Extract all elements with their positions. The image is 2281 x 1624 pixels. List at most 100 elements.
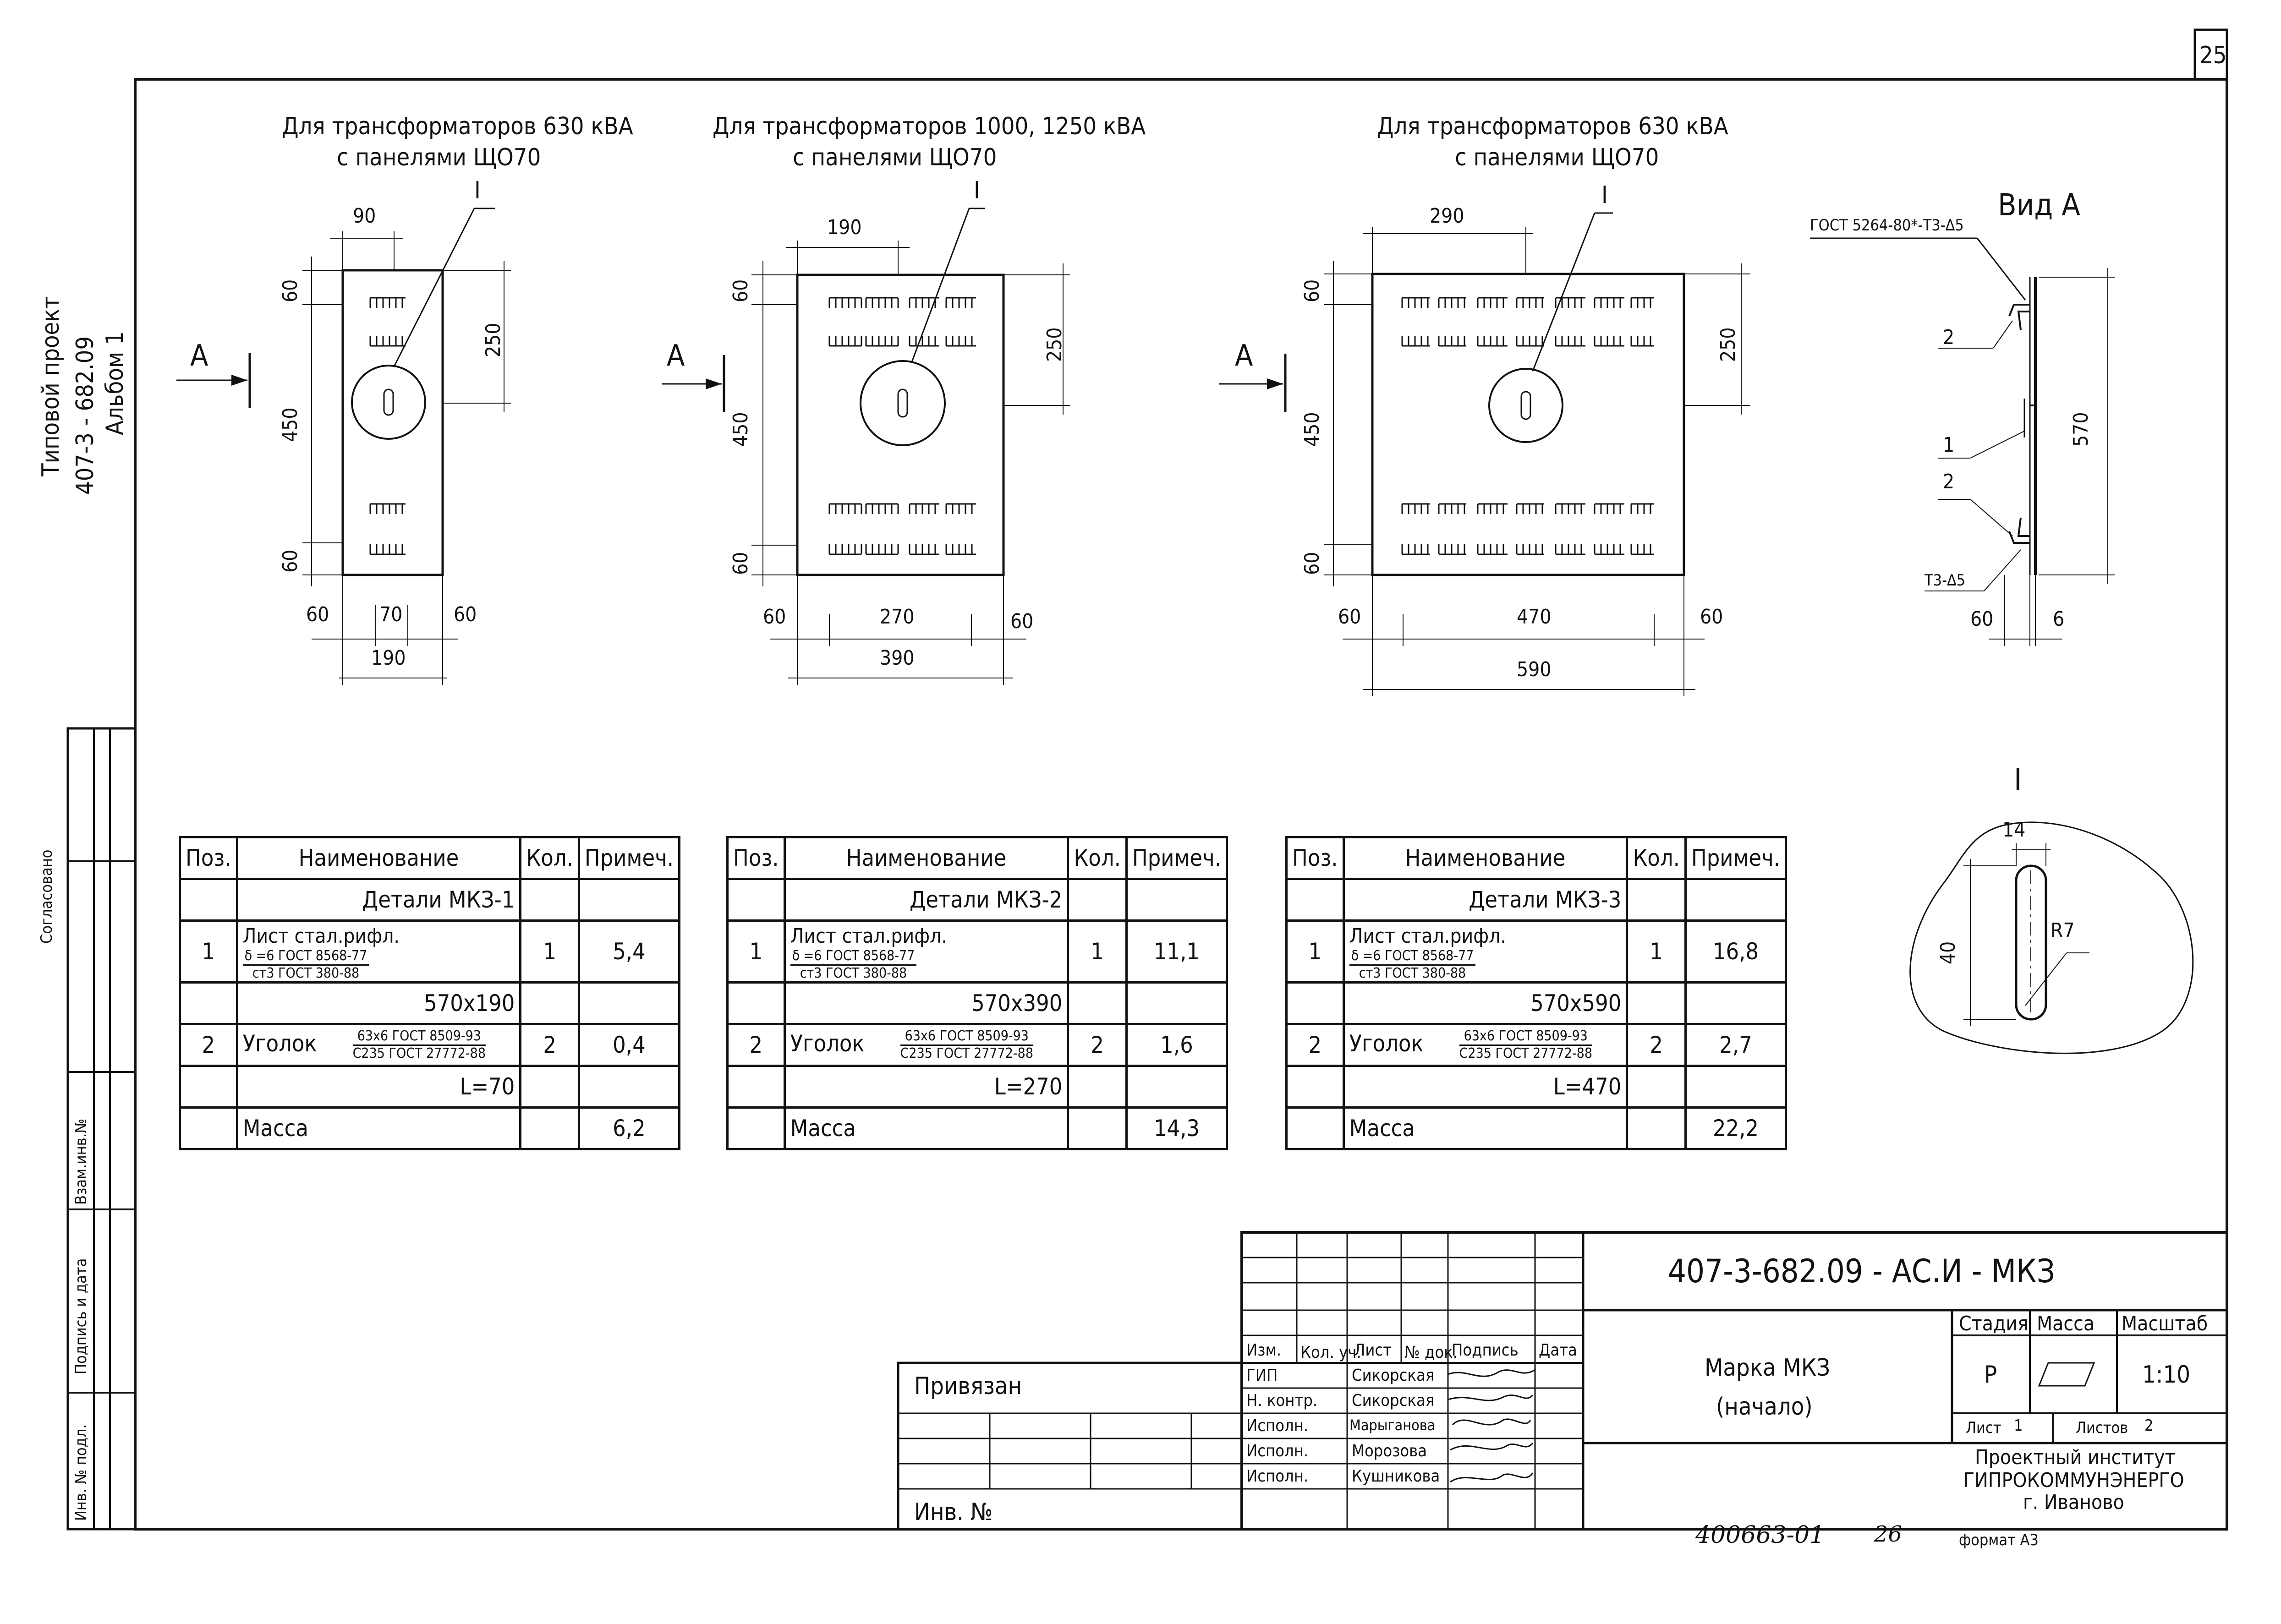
view-a-title: Вид А [1998,187,2080,223]
v2-dim-left-bot: 60 [729,552,752,575]
mass-label: Масса [783,1106,1069,1150]
th-qty: Кол. [1067,836,1128,880]
view1-section-label: А [190,339,208,373]
mass-label: Масса [1342,1106,1629,1150]
view-a-pos2-bottom: 2 [1943,470,1955,493]
th-note: Примеч. [1125,836,1228,880]
spec-table-mk3-2: Поз. Наименование Кол. Примеч. Детали МК… [726,836,1228,1150]
th-note: Примеч. [1684,836,1788,880]
role-gip: ГИП [1246,1366,1278,1385]
side-project-line3: Альбом 1 [101,331,129,435]
group-label: Детали МКЗ-3 [1342,878,1629,922]
v1-dim-left-top: 60 [279,279,302,302]
scale-header: Масштаб [2122,1312,2208,1335]
row1-size: 570x190 [236,981,522,1025]
name-nkontr: Сикорская [1352,1391,1435,1410]
row2-note: 1,6 [1125,1023,1228,1067]
v2-dim-b3: 60 [1010,610,1034,633]
row1-qty: 1 [519,919,580,984]
org-line2: ГИПРОКОММУНЭНЕРГО [1963,1469,2184,1492]
handwritten-inv: 400663-01 [1695,1521,1825,1549]
v3-dim-b1: 60 [1338,605,1361,629]
mass-value: 22,2 [1684,1106,1788,1150]
row2-qty: 2 [1067,1023,1128,1067]
mass-header: Масса [2037,1312,2095,1335]
v1-dim-top: 90 [353,204,376,228]
th-name: Наименование [236,836,522,880]
detail-i-title: I [2014,762,2022,798]
name-isp2: Морозова [1352,1442,1427,1460]
role-isp2: Исполн. [1246,1442,1309,1460]
inv-label: Инв. № [914,1498,993,1526]
view1-callout: I [474,177,481,204]
mass-label: Масса [236,1106,522,1150]
v2-dim-top: 190 [827,216,862,239]
th-name: Наименование [1342,836,1629,880]
v1-dim-b1: 60 [306,603,329,626]
th-qty: Кол. [519,836,580,880]
format-label: формат А3 [1959,1531,2039,1549]
side-inv-subst: Взам.инв.№ [72,1118,90,1205]
role-nkontr: Н. контр. [1246,1391,1318,1410]
view1-title1: Для трансформаторов 630 кВА [282,113,633,140]
spec-table-mk3-1: Поз. Наименование Кол. Примеч. Детали МК… [179,836,681,1150]
view3-title2: с панелями ЩО70 [1455,144,1659,171]
view2-title1: Для трансформаторов 1000, 1250 кВА [713,113,1146,140]
v2-dim-left-top: 60 [729,279,752,302]
row2-length: L=270 [783,1065,1069,1109]
doc-title-line2: (начало) [1716,1393,1813,1421]
col-sign: Подпись [1452,1341,1519,1360]
view-a-b1: 60 [1970,607,1994,631]
view2-section-label: А [667,339,685,373]
stage-header: Стадия [1959,1312,2029,1335]
org-line1: Проектный институт [1975,1446,2176,1469]
side-agreed: Согласовано [38,849,56,944]
handwritten-num: 26 [1874,1521,1903,1547]
v3-dim-left-mid: 450 [1300,412,1324,447]
sheets-value: 2 [2144,1416,2154,1435]
v1-dim-b3: 60 [454,603,477,626]
mass-value: 6,2 [577,1106,681,1150]
spec-table-mk3-3: Поз. Наименование Кол. Примеч. Детали МК… [1285,836,1788,1150]
doc-code: 407-3-682.09 - АС.И - МКЗ [1668,1252,2055,1290]
name-isp3: Кушникова [1352,1467,1440,1486]
v3-dim-right: 250 [1716,327,1740,362]
group-label: Детали МКЗ-2 [783,878,1069,922]
th-pos: Поз. [179,836,238,880]
th-qty: Кол. [1626,836,1687,880]
th-pos: Поз. [1285,836,1345,880]
v2-dim-left-mid: 450 [729,412,752,447]
view-a-b2: 6 [2053,607,2065,631]
scale-value: 1:10 [2142,1361,2191,1389]
v3-dim-total: 590 [1517,658,1552,681]
view1-title2: с панелями ЩО70 [337,144,541,171]
col-date: Дата [1539,1341,1577,1360]
v2-dim-right: 250 [1043,327,1066,362]
v2-dim-total: 390 [880,646,915,670]
view2-title2: с панелями ЩО70 [793,144,997,171]
angle-hatching [369,297,1654,555]
row2-note: 2,7 [1684,1023,1788,1067]
group-label: Детали МКЗ-1 [236,878,522,922]
row2-pos: 2 [726,1023,786,1067]
row1-pos: 1 [179,919,238,984]
doc-title-line1: Марка МКЗ [1705,1354,1831,1382]
v3-dim-b2: 470 [1517,605,1552,629]
row2-length: L=470 [1342,1065,1629,1109]
sheets-label: Листов [2076,1419,2128,1437]
row2-qty: 2 [519,1023,580,1067]
col-kol-uch: Кол. уч. [1300,1343,1361,1362]
role-isp3: Исполн. [1246,1467,1309,1486]
side-inv-orig: Инв. № подл. [72,1424,90,1521]
th-name: Наименование [783,836,1069,880]
th-pos: Поз. [726,836,786,880]
view3-callout: I [1601,181,1608,209]
mass-value: 14,3 [1125,1106,1228,1150]
v3-dim-b3: 60 [1700,605,1723,629]
side-sign-date: Подпись и дата [72,1258,90,1374]
v3-dim-left-top: 60 [1300,279,1324,302]
